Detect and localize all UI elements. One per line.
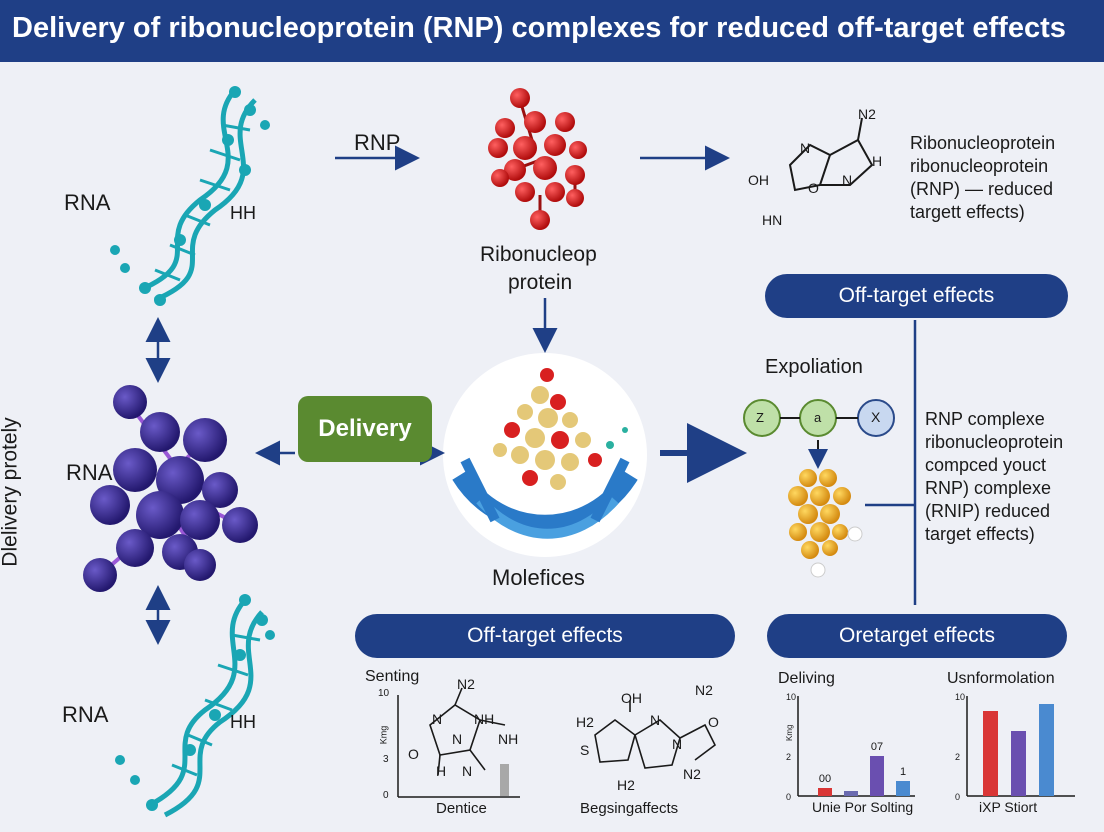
circle-label-z: Z (756, 410, 764, 425)
chart-title: Deliving (778, 670, 835, 687)
delivery-vehicle (443, 353, 647, 557)
bar-chart-usnformolation: Usnformolation 10 2 0 iXP Stiort (947, 670, 1075, 815)
begsing-label: Begsingaffects (580, 800, 679, 817)
chem-label-oh: OH (748, 172, 769, 188)
y-tick-3: 3 (383, 754, 389, 765)
y-tick-0: 0 (383, 790, 389, 801)
page-title: Delivery of ribonucleoprotein (RNP) comp… (12, 12, 1066, 44)
hh-label-bottom: HH (230, 712, 256, 732)
circle-label-x: X (871, 409, 881, 425)
rna-helix-bottom (148, 598, 264, 818)
off-target-pill-bottom-right[interactable]: Oretarget effects (767, 614, 1067, 658)
y-axis-label: Kmg (785, 725, 794, 741)
chem-bl-h: H (436, 763, 447, 779)
chem-bl-n: N (432, 711, 443, 727)
exploitation-label: Expoliation (765, 356, 863, 378)
chem-bl-n-3: N (462, 763, 473, 779)
chem-bl-o: O (408, 746, 419, 762)
desc-right-line-6: target effects) (925, 524, 1035, 544)
rna-label-mid: RNA (66, 460, 113, 485)
chart-title: Usnformolation (947, 670, 1055, 687)
gold-molecule-cluster (788, 469, 863, 578)
bar-data-label: 07 (871, 741, 883, 753)
chem-label-h: H (872, 153, 883, 169)
rnp-cluster-label-2: protein (508, 271, 573, 294)
rnp-description-top: Ribonucleoprotein ribonucleoprotein (RNP… (910, 132, 1055, 224)
chem-structure-bottom-mid (594, 700, 717, 769)
desc-right-line-5: (RNIP) reduced (925, 501, 1051, 521)
sample-vial (500, 764, 509, 796)
y-tick-label: 2 (955, 752, 960, 762)
chem-bm-o: O (708, 714, 719, 730)
molecules-label: Molefices (492, 565, 585, 590)
chem-bm-n2-2: N2 (683, 766, 701, 782)
bar (896, 781, 910, 796)
off-target-pill-top[interactable]: Off-target effects (765, 274, 1068, 318)
bar (844, 791, 858, 796)
title-bar: Delivery of ribonucleoprotein (RNP) comp… (0, 0, 1104, 62)
desc-right-line-2: ribonucleoprotein (925, 432, 1064, 452)
circle-label-a: a (814, 410, 822, 425)
chem-bl-n-2: N (452, 731, 463, 747)
rna-label-bottom: RNA (62, 702, 109, 727)
chem-bm-h2-2: H2 (617, 777, 635, 793)
chem-bm-h2: H2 (576, 714, 594, 730)
y-tick-10: 10 (378, 688, 390, 699)
chem-bm-oh: OH (621, 690, 642, 706)
chem-label-n2: N2 (858, 106, 876, 122)
y-axis-word: Kmg (378, 725, 389, 745)
chem-bl-n2: N2 (457, 676, 475, 692)
chem-bm-n2: N2 (695, 682, 713, 698)
desc-right-line-1: RNP complexe (925, 409, 1045, 429)
desc-top-line-2: ribonucleoprotein (910, 156, 1049, 176)
y-tick-label: 10 (786, 692, 796, 702)
desc-right-line-3: compced youct (925, 455, 1047, 475)
bar (1039, 704, 1054, 796)
x-axis-label: Unie Por Solting (812, 799, 913, 815)
bar (870, 756, 884, 796)
chem-label-hn: HN (762, 212, 783, 228)
desc-top-line-4: targett effects) (910, 202, 1025, 222)
off-target-pill-bottom-left[interactable]: Off-target effects (355, 614, 735, 658)
rna-label-top: RNA (64, 190, 111, 215)
chem-label-n-2: N (842, 172, 853, 188)
desc-top-line-3: (RNP) — reduced (910, 179, 1054, 199)
flow-arrows (145, 145, 917, 645)
y-tick-label: 0 (955, 792, 960, 802)
hh-label-top: HH (230, 203, 256, 223)
bar (1011, 731, 1026, 796)
chem-structure-bottom-left (429, 687, 506, 776)
chem-bl-nh-2: NH (498, 731, 519, 747)
rnp-description-right: RNP complexe ribonucleoprotein compced y… (925, 408, 1063, 546)
y-tick-label: 0 (786, 792, 791, 802)
purple-molecule-cluster (83, 385, 258, 592)
bar (983, 711, 998, 796)
x-axis-label: iXP Stiort (979, 799, 1037, 815)
rnp-arrow-label: RNP (354, 130, 401, 155)
chem-bl-nh: NH (474, 711, 495, 727)
delivery-button[interactable]: Delivery (298, 396, 432, 462)
bar-data-label: 1 (900, 766, 906, 778)
dentice-label: Dentice (436, 800, 487, 817)
chem-label-n: N (800, 140, 811, 156)
y-tick-label: 2 (786, 752, 791, 762)
rnp-cluster-label-1: Ribonucleop (480, 243, 597, 266)
rna-helix-top (139, 88, 257, 303)
chem-bm-n: N (650, 712, 661, 728)
bar-data-label: 00 (819, 773, 831, 785)
desc-right-line-4: RNP) complexe (925, 478, 1052, 498)
senting-title: Senting (365, 668, 420, 685)
chem-label-o: O (808, 180, 819, 196)
vertical-label: Dlelivery protely (0, 417, 22, 567)
chem-structure-top (788, 117, 874, 192)
chem-bm-s: S (580, 742, 590, 758)
chem-bm-n-2: N (672, 736, 683, 752)
desc-top-line-1: Ribonucleoprotein (910, 133, 1056, 153)
y-tick-label: 10 (955, 692, 965, 702)
bar (818, 788, 832, 796)
